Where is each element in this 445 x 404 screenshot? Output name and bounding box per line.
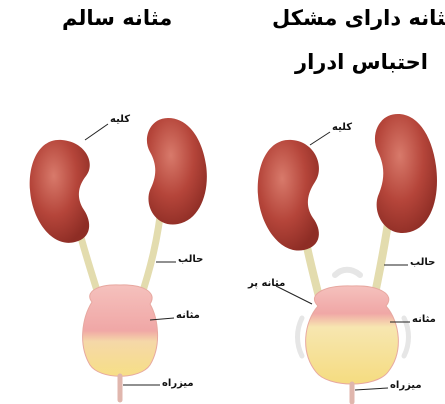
left-kidney-label: کلیه: [110, 114, 130, 125]
right-kidney-label: کلیه: [332, 122, 352, 133]
right-urethra-leader: [355, 388, 388, 390]
right-full-bladder: [306, 286, 399, 384]
left-bladder: [83, 285, 158, 376]
bladder-pressure-mark-top: [335, 270, 360, 275]
right-kidney-right: [375, 114, 437, 233]
right-ureter-label: حالب: [410, 257, 435, 268]
left-bladder-label: مثانه: [176, 310, 200, 321]
right-bladder-label: مثانه: [412, 314, 436, 325]
left-kidney-leader: [85, 124, 108, 140]
right-kidney-leader: [310, 132, 330, 145]
right-full-bladder-label: مثانه پر: [248, 278, 285, 289]
bladder-pressure-mark-left: [298, 318, 303, 356]
left-ureter-label: حالب: [178, 254, 203, 265]
right-kidney-left: [258, 140, 319, 251]
left-kidney-right: [147, 118, 207, 224]
left-kidney-left: [30, 140, 90, 243]
right-urethra-label: میزراه: [390, 380, 422, 391]
left-urethra-label: میزراه: [162, 378, 194, 389]
bladder-pressure-mark-right: [404, 318, 409, 356]
